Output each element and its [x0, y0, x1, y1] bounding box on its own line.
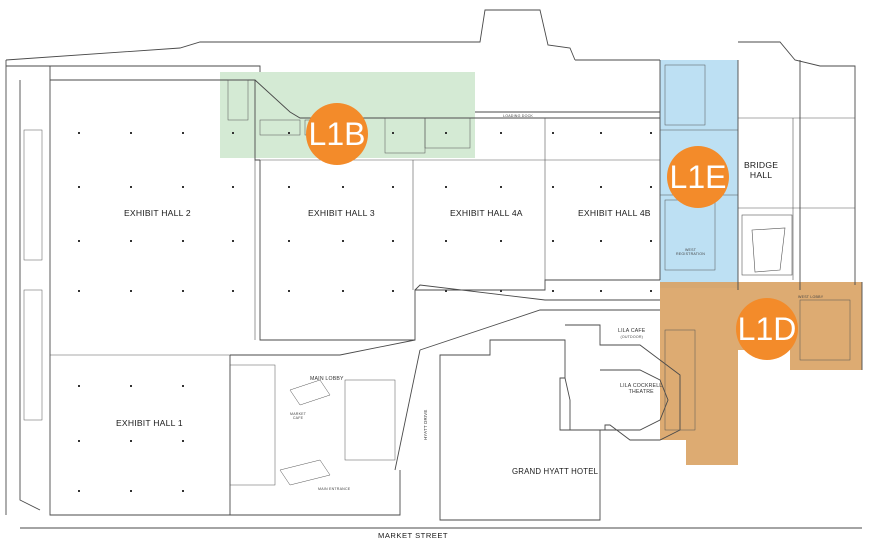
column-marker	[78, 290, 80, 292]
column-marker	[182, 290, 184, 292]
column-marker	[445, 290, 447, 292]
column-marker	[182, 132, 184, 134]
room-details	[23, 64, 851, 486]
column-marker	[552, 290, 554, 292]
theatre-label: LILA COCKRELL THEATRE	[620, 383, 663, 396]
column-marker	[182, 240, 184, 242]
column-marker	[78, 132, 80, 134]
column-marker	[130, 490, 132, 492]
column-marker	[130, 186, 132, 188]
column-marker	[78, 490, 80, 492]
market-street-label: MARKET STREET	[378, 531, 449, 540]
column-marker	[445, 186, 447, 188]
column-marker	[392, 132, 394, 134]
exhibit-hall-4a-label: EXHIBIT HALL 4A	[450, 208, 523, 218]
column-marker	[182, 490, 184, 492]
exhibit-hall-3-label: EXHIBIT HALL 3	[308, 208, 375, 218]
column-marker	[78, 240, 80, 242]
column-marker	[130, 385, 132, 387]
market-cafe-line2: CAFE	[292, 416, 304, 421]
column-marker	[130, 240, 132, 242]
column-marker	[288, 240, 290, 242]
column-marker	[552, 186, 554, 188]
market-cafe-label: MARKET CAFE	[290, 412, 306, 420]
hyatt-drive-label: HYATT DRIVE	[423, 409, 428, 441]
column-marker	[288, 132, 290, 134]
column-marker	[232, 290, 234, 292]
column-marker	[552, 240, 554, 242]
column-marker	[392, 186, 394, 188]
column-marker	[552, 132, 554, 134]
theatre-line1: LILA COCKRELL	[620, 383, 663, 389]
column-marker	[650, 186, 652, 188]
column-marker	[650, 290, 652, 292]
column-marker	[392, 240, 394, 242]
column-marker	[500, 132, 502, 134]
column-marker	[500, 186, 502, 188]
column-marker	[500, 290, 502, 292]
column-marker	[342, 240, 344, 242]
main-lobby-label: MAIN LOBBY	[310, 376, 344, 382]
column-marker	[232, 240, 234, 242]
loading-dock-label: LOADING DOCK	[503, 114, 533, 118]
exhibit-hall-4b-label: EXHIBIT HALL 4B	[578, 208, 651, 218]
column-marker	[600, 290, 602, 292]
zone-badge-l1d[interactable]: L1D	[736, 298, 798, 360]
column-marker	[342, 290, 344, 292]
lila-cafe-name: LILA CAFE	[618, 328, 646, 334]
column-marker	[182, 186, 184, 188]
column-marker	[130, 440, 132, 442]
column-marker	[78, 186, 80, 188]
column-marker	[78, 440, 80, 442]
column-marker	[445, 240, 447, 242]
column-marker	[78, 385, 80, 387]
column-marker	[650, 240, 652, 242]
column-marker	[130, 132, 132, 134]
bridge-hall-line1: BRIDGE	[744, 160, 779, 170]
column-marker	[392, 290, 394, 292]
zone-badge-l1e[interactable]: L1E	[667, 146, 729, 208]
zone-l1d-area[interactable]	[660, 282, 862, 465]
market-cafe-line1: MARKET	[290, 412, 307, 416]
bridge-hall-label: BRIDGE HALL	[744, 160, 779, 181]
theatre-line2: THEATRE	[628, 388, 654, 395]
column-grid	[78, 132, 652, 492]
column-marker	[600, 186, 602, 188]
bridge-hall-line2: HALL	[749, 169, 773, 180]
exhibit-hall-1-label: EXHIBIT HALL 1	[116, 418, 183, 428]
column-marker	[288, 186, 290, 188]
column-marker	[232, 186, 234, 188]
west-registration-label: WEST REGISTRATION	[676, 248, 705, 256]
west-registration-line2: REGISTRATION	[676, 252, 706, 257]
grand-hyatt-label: GRAND HYATT HOTEL	[512, 467, 599, 476]
column-marker	[445, 132, 447, 134]
lila-cafe-sub: (OUTDOOR)	[620, 334, 644, 339]
column-marker	[600, 132, 602, 134]
west-lobby-label: WEST LOBBY	[798, 295, 824, 299]
zone-badge-l1b[interactable]: L1B	[306, 103, 368, 165]
column-marker	[288, 290, 290, 292]
interior-walls	[50, 117, 855, 356]
main-entrance-label: MAIN ENTRANCE	[318, 487, 351, 491]
column-marker	[182, 385, 184, 387]
lila-cafe-label: LILA CAFE (OUTDOOR)	[618, 328, 646, 339]
column-marker	[130, 290, 132, 292]
column-marker	[182, 440, 184, 442]
column-marker	[600, 240, 602, 242]
west-registration-line1: WEST	[684, 248, 697, 252]
column-marker	[232, 132, 234, 134]
exhibit-hall-2-label: EXHIBIT HALL 2	[124, 208, 191, 218]
column-marker	[342, 186, 344, 188]
column-marker	[650, 132, 652, 134]
column-marker	[500, 240, 502, 242]
